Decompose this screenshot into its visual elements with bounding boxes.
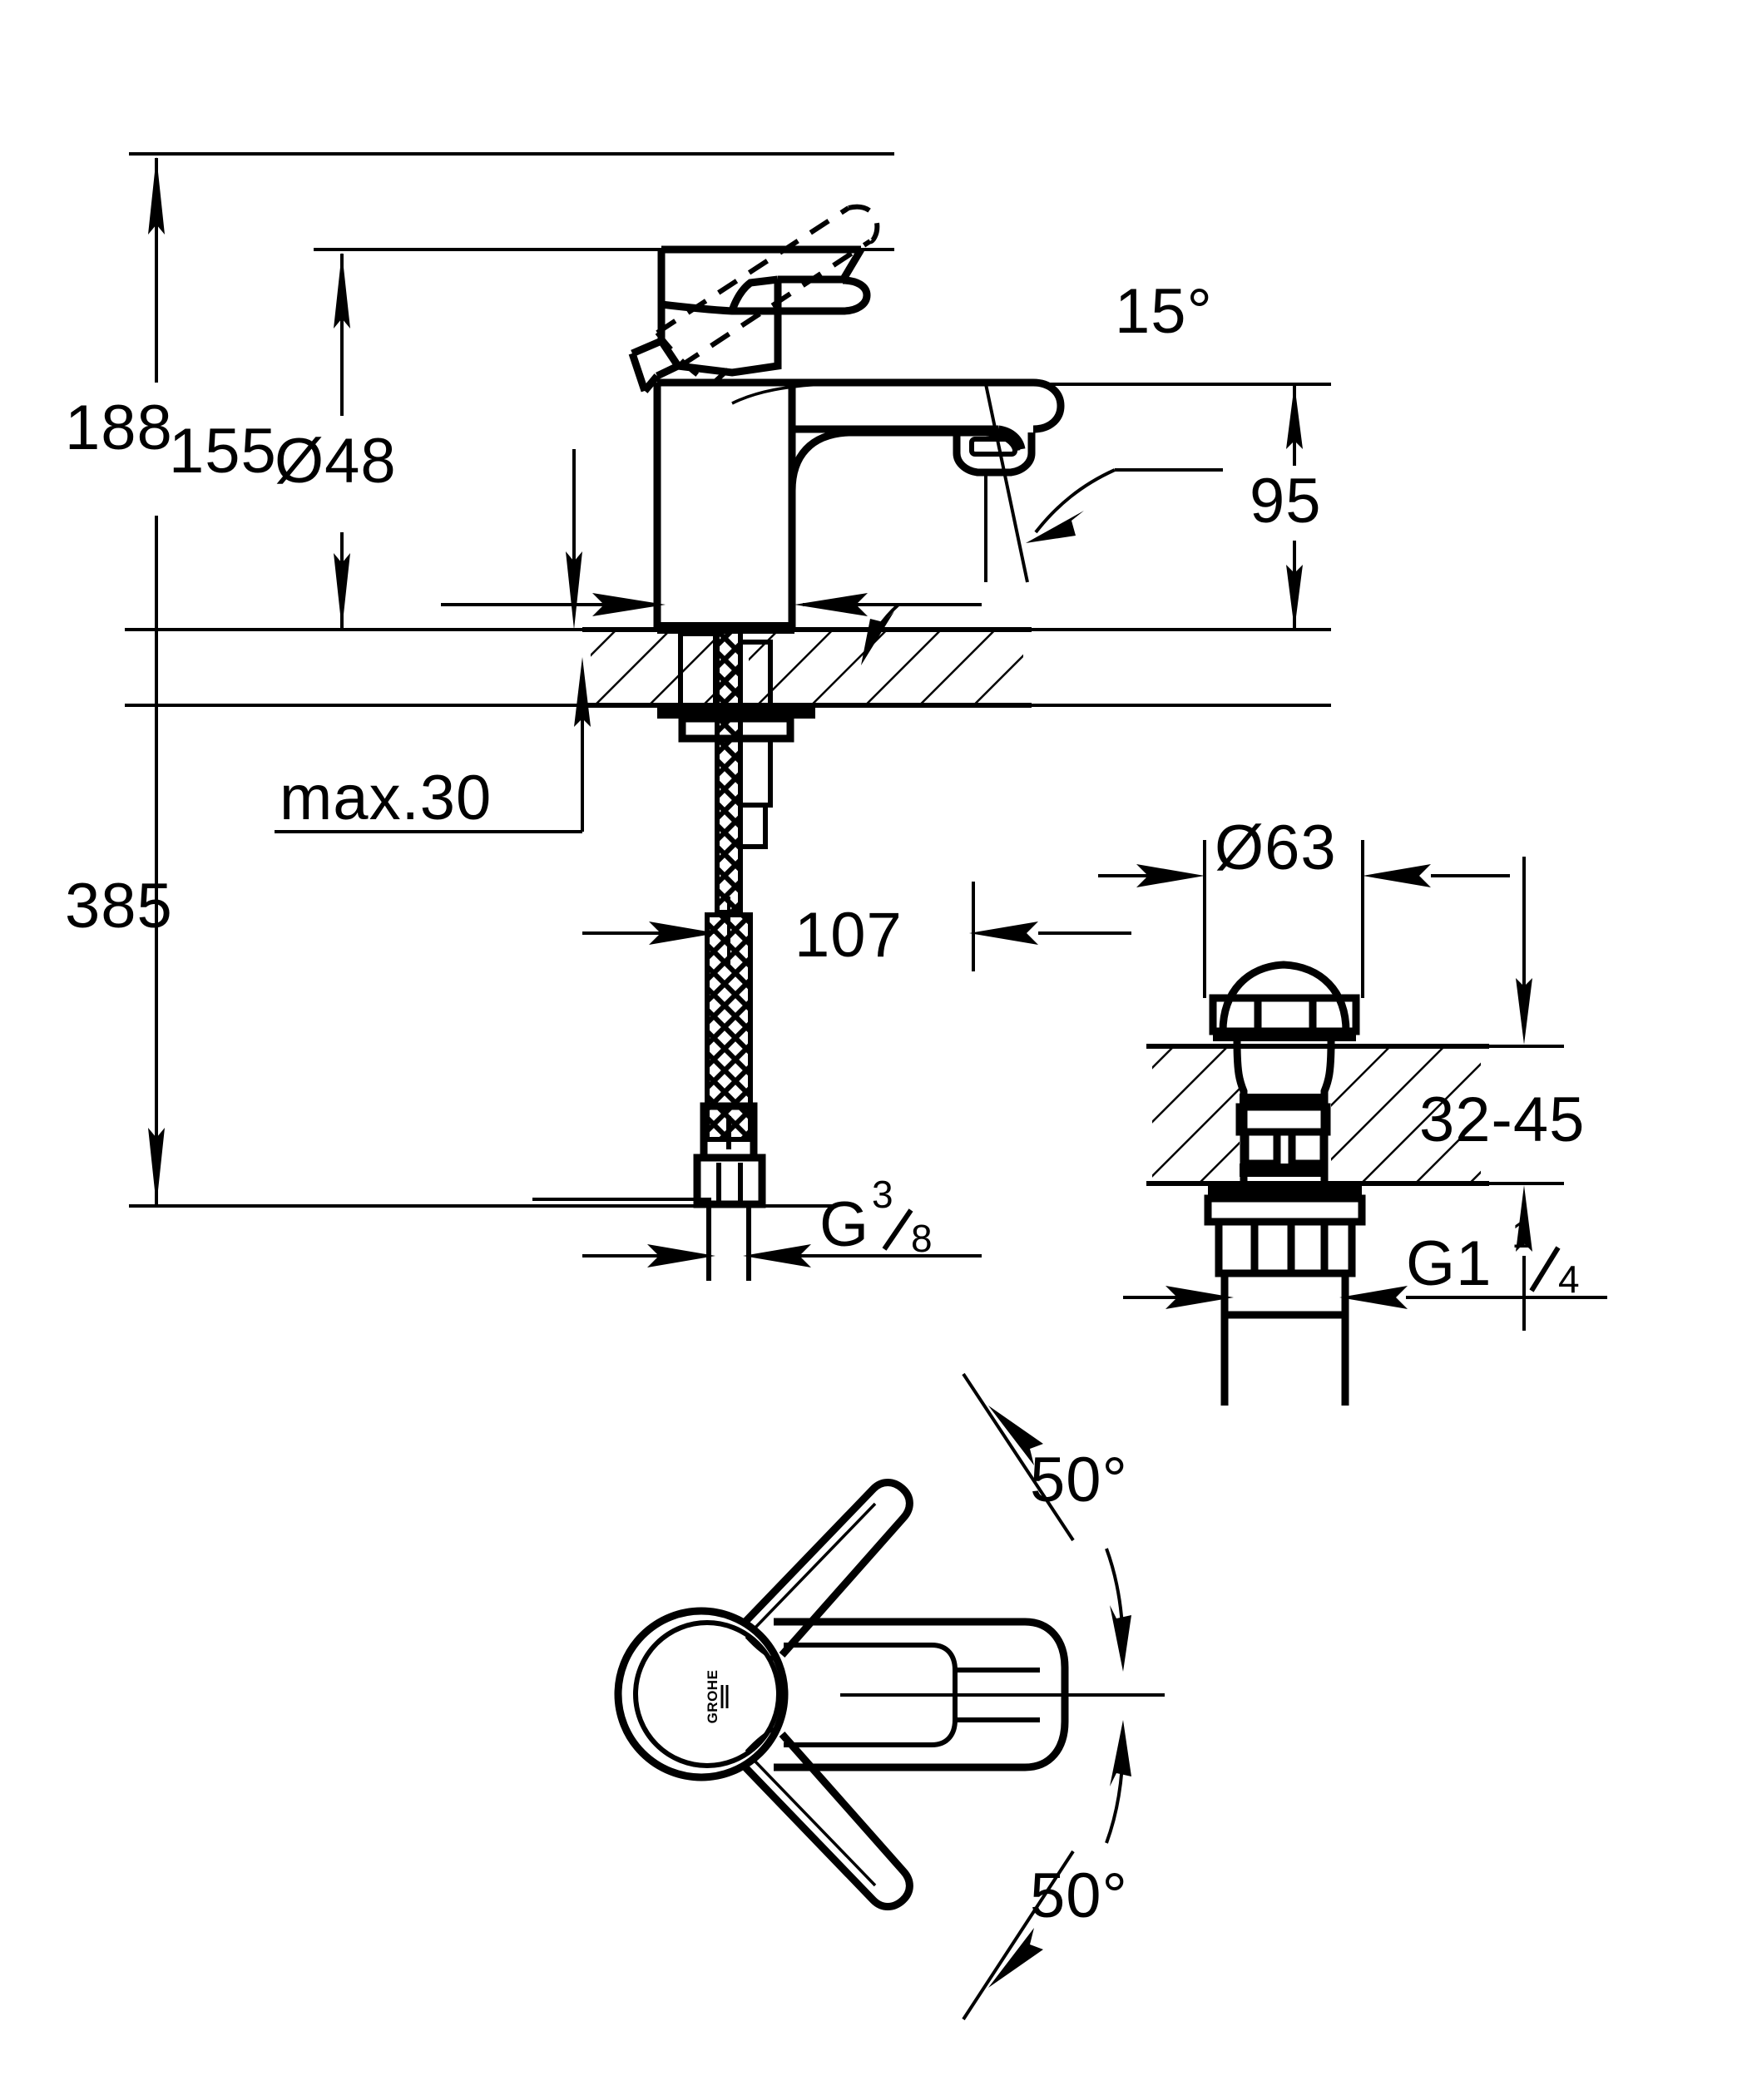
dimension-32-45: 32-45 [1363, 857, 1585, 1331]
basin-section [1146, 1044, 1489, 1186]
lever-handle [657, 245, 871, 315]
dimension-50deg-upper: 50° [962, 1372, 1131, 1672]
dimension-label-max30: max.30 [280, 763, 492, 833]
plan-cap-arc-lower [745, 1727, 776, 1753]
dimension-15deg: 15° [984, 276, 1331, 583]
side-elevation-view: 188 155 Ø48 [65, 152, 1331, 1281]
dimension-155: 155 [169, 252, 350, 630]
dimension-max30: max.30 [275, 657, 591, 833]
plan-body-circle [614, 1607, 789, 1781]
plan-lever-lower [740, 1732, 913, 1910]
dimension-g38: G 3 8 [532, 1173, 982, 1267]
dimension-label-g38-denominator: 8 [911, 1217, 933, 1260]
dimension-label-50deg-lower: 50° [1030, 1860, 1128, 1931]
dimension-label-g1-denominator: 4 [1558, 1258, 1580, 1301]
dimension-label-155: 155 [169, 416, 277, 487]
dimension-50deg-lower: 50° [962, 1720, 1131, 2021]
dimension-d63: Ø63 [1098, 813, 1510, 998]
brand-logo: GROHE [705, 1670, 729, 1724]
plan-view: 50° 50° [614, 1372, 1165, 2021]
plan-cap-arc-upper [745, 1635, 776, 1662]
dimension-label-15deg: 15° [1115, 276, 1213, 347]
drain-detail-view: Ø63 [1098, 813, 1607, 1406]
spout [731, 378, 1065, 492]
mounting-assembly [657, 622, 815, 915]
dimension-label-50deg-upper: 50° [1030, 1445, 1128, 1515]
dimension-107: 107 [582, 882, 1131, 971]
brand-logo-text: GROHE [705, 1670, 720, 1724]
dimension-label-d63: Ø63 [1215, 813, 1337, 883]
plan-lever-upper [740, 1479, 913, 1658]
plan-spout [774, 1618, 1069, 1771]
dimension-label-385: 385 [65, 871, 173, 941]
dimension-95: 95 [1250, 384, 1322, 630]
supply-hose [693, 912, 766, 1281]
dimension-label-g38-numerator: 3 [872, 1173, 893, 1216]
dimension-label-d48: Ø48 [275, 426, 397, 497]
lever-raised-dashed [655, 204, 880, 387]
cartridge-cap [628, 250, 782, 393]
drain-body [1204, 961, 1366, 1406]
dimension-188: 188 [65, 156, 173, 1206]
dimension-label-95: 95 [1250, 466, 1322, 536]
dimension-label-g38-letter: G [819, 1189, 869, 1260]
dimension-label-188: 188 [65, 393, 173, 463]
dimension-label-g1-numerator: 1 [1512, 1213, 1533, 1256]
dimension-label-g1-letter: G1 [1406, 1228, 1492, 1299]
dimension-g1-14: G1 1 4 [1123, 1213, 1607, 1309]
countertop-section [582, 627, 1032, 708]
dimension-label-107: 107 [794, 900, 903, 971]
faucet-body [628, 204, 1065, 630]
dimension-label-32-45: 32-45 [1419, 1085, 1585, 1155]
dimension-d48: Ø48 [275, 426, 982, 630]
